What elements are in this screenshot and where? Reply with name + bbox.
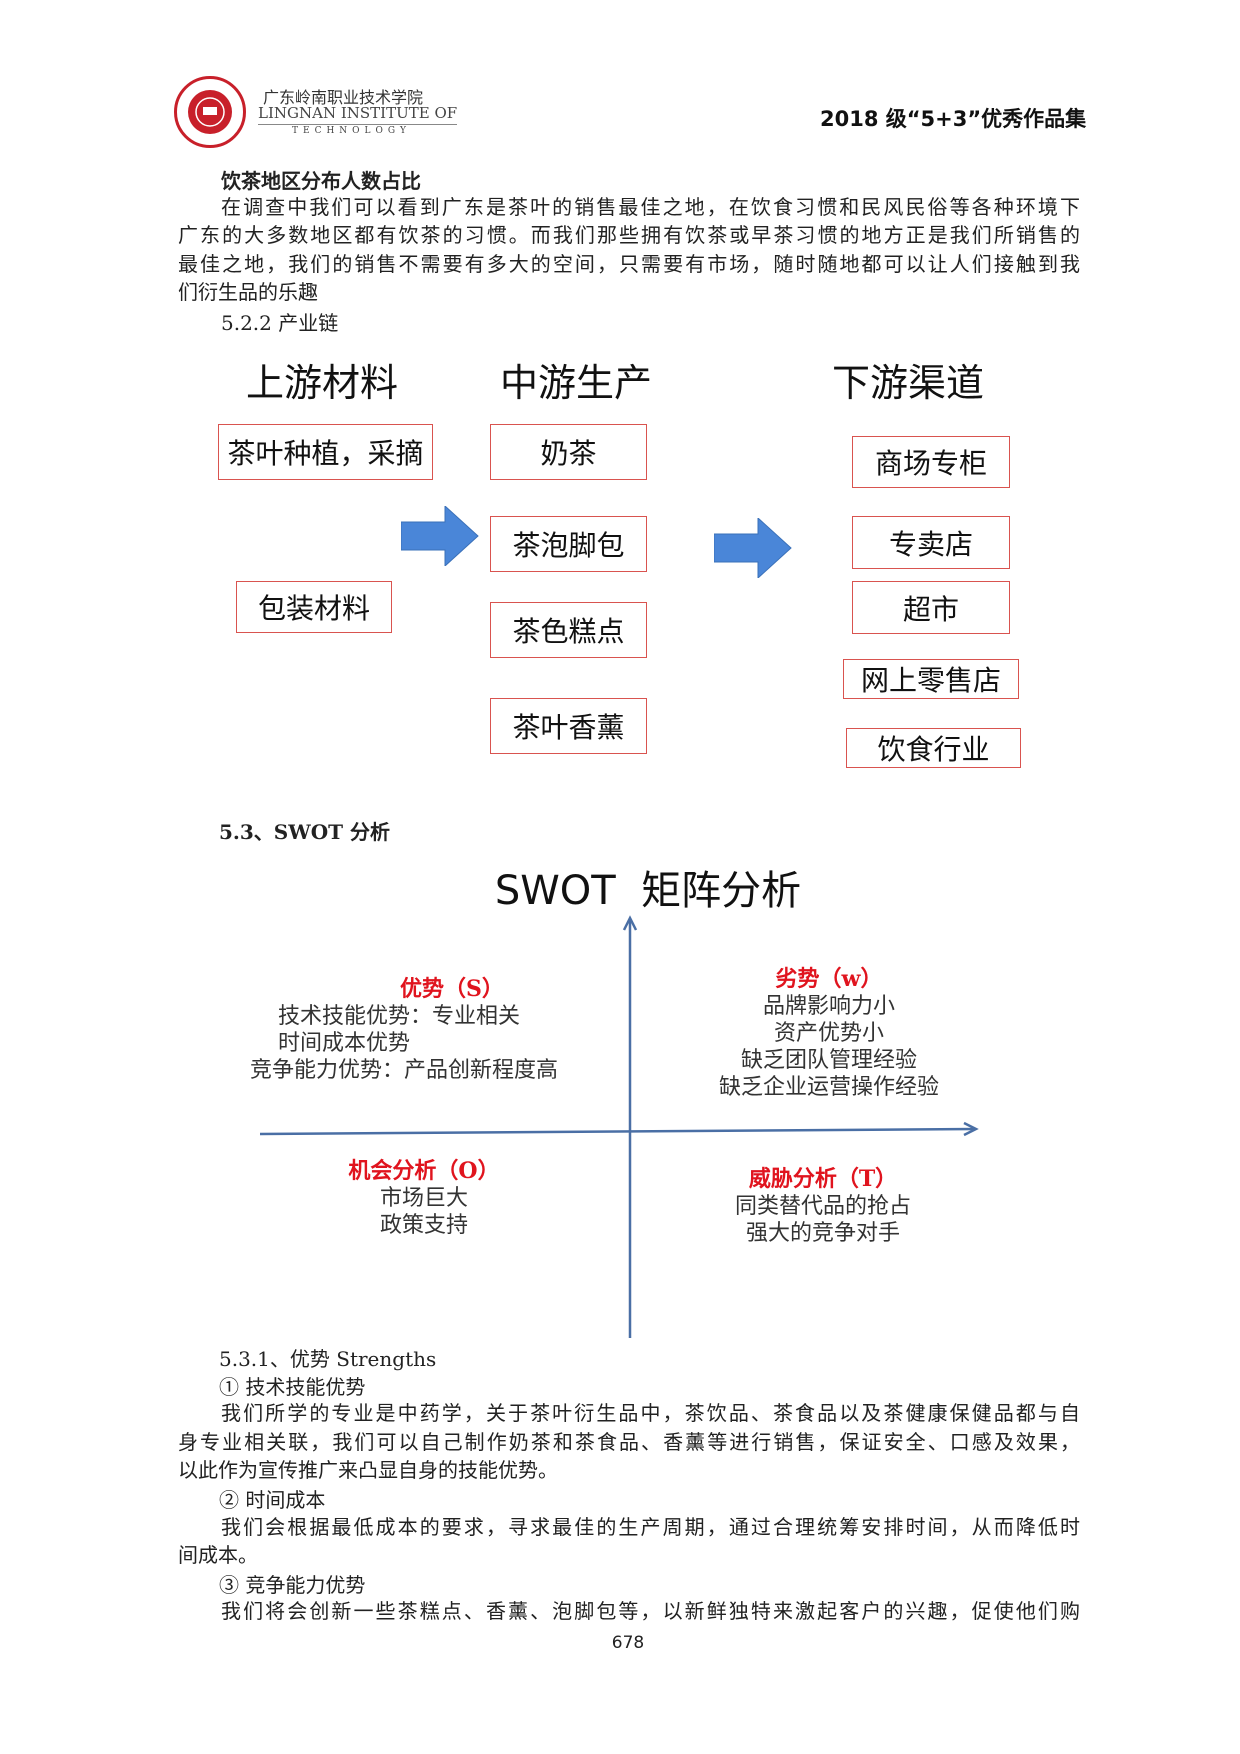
threats-item: 同类替代品的抢占 [734,1194,911,1219]
upstream-title: 上游材料 [246,361,399,405]
midstream-title: 中游生产 [500,361,653,405]
paragraph-line: 广东的大多数地区都有饮茶的习惯。而我们那些拥有饮茶或早茶习惯的地方正是我们所销售… [178,223,1080,247]
paragraph-line: 我们会根据最低成本的要求，寻求最佳的生产周期，通过合理统筹安排时间，从而降低时 [221,1515,1080,1539]
upstream-box: 包装材料 [236,581,392,633]
weaknesses-title: 劣势（w） [775,966,883,992]
downstream-box: 饮食行业 [846,728,1021,768]
paragraph-line: 们衍生品的乐趣 [178,280,318,304]
logo-name-en: LINGNAN INSTITUTE OF [258,104,458,125]
weaknesses-item: 缺乏企业运营操作经验 [718,1075,939,1100]
midstream-box: 奶茶 [490,424,647,480]
upstream-box: 茶叶种植，采摘 [218,424,433,480]
swot-strengths: 优势（S） 技术技能优势：专业相关 时间成本优势 竞争能力优势：产品创新程度高 [250,976,620,1084]
downstream-box: 专卖店 [852,516,1010,569]
midstream-box: 茶泡脚包 [490,516,647,572]
logo-name-cn: 广东岭南职业技术学院 [263,88,424,107]
downstream-box: 网上零售店 [843,659,1019,699]
threats-title: 威胁分析（T） [748,1166,898,1192]
section-heading: 饮茶地区分布人数占比 [221,169,421,193]
weaknesses-item: 品牌影响力小 [762,994,895,1019]
downstream-title: 下游渠道 [832,361,985,405]
downstream-box: 超市 [852,581,1010,634]
subsection-heading: 5.3.1、优势 Strengths [219,1347,437,1371]
midstream-box: 茶色糕点 [490,602,647,658]
list-item-heading: ① 技术技能优势 [219,1375,366,1399]
right-arrow-icon [714,518,792,578]
weaknesses-item: 缺乏团队管理经验 [740,1048,917,1073]
subsection-heading: 5.2.2 产业链 [221,311,339,335]
swot-opportunities: 机会分析（O） 市场巨大 政策支持 [304,1158,544,1239]
right-arrow-icon [401,506,479,566]
paragraph-line: 我们将会创新一些茶糕点、香薰、泡脚包等，以新鲜独特来激起客户的兴趣，促使他们购 [221,1599,1080,1623]
page-number: 678 [611,1633,645,1653]
strengths-item: 技术技能优势：专业相关 [278,1004,521,1029]
paragraph-line: 最佳之地，我们的销售不需要有多大的空间，只需要有市场，随时随地都可以让人们接触到… [178,252,1080,276]
swot-title: SWOT 矩阵分析 [494,868,802,914]
list-item-heading: ③ 竞争能力优势 [219,1573,366,1597]
paragraph-line: 以此作为宣传推广来凸显自身的技能优势。 [178,1458,558,1482]
strengths-item: 时间成本优势 [278,1031,411,1056]
weaknesses-item: 资产优势小 [773,1021,884,1046]
downstream-box: 商场专柜 [852,436,1010,488]
threats-item: 强大的竞争对手 [745,1221,900,1246]
midstream-box: 茶叶香薰 [490,698,647,754]
paragraph-line: 间成本。 [178,1543,258,1567]
paragraph-line: 我们所学的专业是中药学，关于茶叶衍生品中，茶饮品、茶食品以及茶健康保健品都与自 [221,1401,1080,1425]
opportunities-title: 机会分析（O） [348,1158,500,1184]
paragraph-line: 身专业相关联，我们可以自己制作奶茶和茶食品、香薰等进行销售，保证安全、口感及效果… [178,1430,1080,1454]
strengths-title: 优势（S） [400,976,504,1002]
header-title: 2018 级“5+3”优秀作品集 [820,107,1087,131]
logo-name-en2: TECHNOLOGY [292,126,411,136]
logo-seal [174,76,246,148]
swot-section-heading: 5.3、SWOT 分析 [219,820,390,844]
opportunities-item: 市场巨大 [379,1186,468,1211]
swot-threats: 威胁分析（T） 同类替代品的抢占 强大的竞争对手 [683,1166,963,1247]
paragraph-line: 在调查中我们可以看到广东是茶叶的销售最佳之地，在饮食习惯和民风民俗等各种环境下 [221,195,1080,219]
opportunities-item: 政策支持 [379,1213,468,1238]
list-item-heading: ② 时间成本 [219,1488,326,1512]
swot-weaknesses: 劣势（w） 品牌影响力小 资产优势小 缺乏团队管理经验 缺乏企业运营操作经验 [659,966,999,1101]
strengths-item: 竞争能力优势：产品创新程度高 [250,1058,559,1083]
